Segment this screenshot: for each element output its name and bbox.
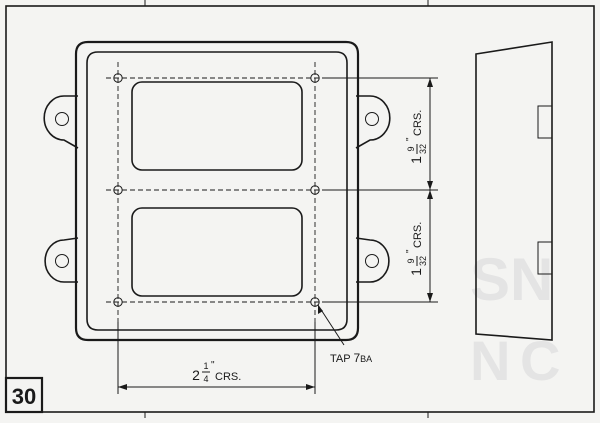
hole-bottom-left: [113, 297, 123, 307]
cutout-upper: [131, 81, 303, 171]
figure-number-box: 30: [4, 376, 44, 414]
cutout-lower: [131, 207, 303, 297]
mounting-ear-bottom-left: [44, 237, 79, 283]
dim-label-row-spacing-lower: 1 9 32 " CRS.: [405, 222, 428, 276]
svg-text:N: N: [470, 329, 510, 392]
background-ghost-lettering: S N N C: [470, 246, 560, 392]
figure-number: 30: [12, 384, 36, 409]
svg-text:N: N: [510, 246, 553, 313]
svg-text:": ": [211, 360, 215, 371]
side-elevation: [475, 41, 553, 341]
svg-text:TAP 7BA: TAP 7BA: [330, 351, 372, 365]
page-frame: [5, 0, 595, 418]
hole-mid-right: [310, 185, 320, 195]
svg-text:1: 1: [408, 156, 424, 164]
svg-text:1: 1: [203, 361, 208, 371]
mounting-ear-top-right: [355, 95, 391, 149]
svg-text:": ": [405, 137, 416, 141]
tapped-holes: [113, 73, 320, 307]
svg-text:9: 9: [406, 146, 416, 151]
svg-text:9: 9: [406, 258, 416, 263]
svg-text:1: 1: [408, 268, 424, 276]
dim-label-row-spacing-upper: 1 9 32 " CRS.: [405, 110, 428, 164]
svg-text:4: 4: [203, 374, 208, 384]
svg-text:": ": [405, 249, 416, 253]
svg-text:2: 2: [192, 367, 200, 383]
hole-top-left: [113, 73, 123, 83]
hole-mid-left: [113, 185, 123, 195]
plate-outer-outline: [74, 40, 360, 342]
horizontal-dimension: [117, 322, 316, 394]
vertical-dimension: [322, 77, 438, 303]
hole-top-right: [310, 73, 320, 83]
centre-lines: [106, 62, 355, 322]
plate-inner-lip: [86, 51, 348, 331]
hole-bottom-right: [310, 297, 320, 307]
svg-text:32: 32: [418, 144, 428, 154]
mounting-ear-top-left: [43, 95, 79, 149]
tap-note: TAP 7BA: [317, 304, 372, 365]
mounting-ear-bottom-right: [355, 237, 390, 283]
dim-label-column-spacing: 2 1 4 " CRS.: [192, 360, 241, 384]
svg-text:CRS.: CRS.: [215, 371, 241, 383]
svg-text:CRS.: CRS.: [412, 110, 424, 136]
svg-text:CRS.: CRS.: [412, 222, 424, 248]
svg-text:32: 32: [418, 256, 428, 266]
